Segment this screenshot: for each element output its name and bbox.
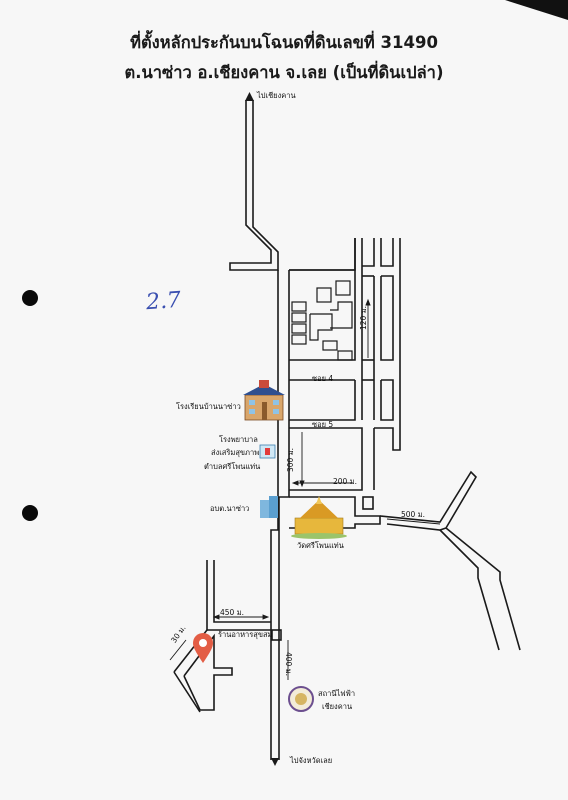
label-to-chiang-khan: ไปเชียงคาน [257,91,296,100]
label-to-loei: ไปจังหวัดเลย [290,756,333,765]
block-north [289,238,356,271]
road-north [229,100,279,271]
corner-shadow [505,0,568,20]
temple-icon [291,496,347,539]
distance-120: 120 ม. [359,305,368,330]
punch-hole-top [22,290,38,306]
arrow-south [271,758,279,766]
distance-450: 450 ม. [220,608,245,617]
label-soi-4: ซอย 4 [312,374,334,383]
label-hospital-3: ตำบลศรีโพนแท่น [204,462,261,471]
arrow-north [245,92,254,101]
label-restaurant: ร้านอาหารสุขสม [218,630,273,639]
label-hospital-2: ส่งเสริมสุขภาพ [211,448,260,457]
power-station-seal-icon [288,686,314,712]
label-power-station-2: เชียงคาน [322,702,353,711]
small-square-east [362,496,374,510]
dimension-lines [169,298,441,680]
handwritten-note: 2.7 [145,287,182,316]
label-hospital-1: โรงพยาบาล [219,435,258,444]
title-line-2: ต.นาซ่าว อ.เชียงคาน จ.เลย (เป็นที่ดินเปล… [124,63,444,82]
distance-500: 500 ม. [401,510,426,519]
label-soi-5: ซอย 5 [312,420,334,429]
location-pin-icon [193,633,213,663]
distance-200: 200 ม. [333,477,358,486]
road-main-east-edge [278,270,290,760]
buildings [291,280,353,361]
title-line-1: ที่ตั้งหลักประกันบนโฉนดที่ดินเลขที่ 3149… [130,33,438,52]
sao-building-icon [260,496,278,518]
label-power-station-1: สถานีไฟฟ้า [318,689,356,698]
punch-hole-bottom [22,505,38,521]
label-sao: อบต.นาซ่าว [210,504,250,513]
distance-300: 300 ม. [286,447,295,472]
school-icon [243,380,285,421]
hospital-icon [259,444,276,459]
restaurant-square [271,629,282,641]
distance-400: 400 ม. [284,652,293,677]
road-network [173,100,521,760]
label-temple: วัดศรีโพนแท่น [297,541,344,550]
label-school: โรงเรียนบ้านนาซ่าว [176,402,241,411]
